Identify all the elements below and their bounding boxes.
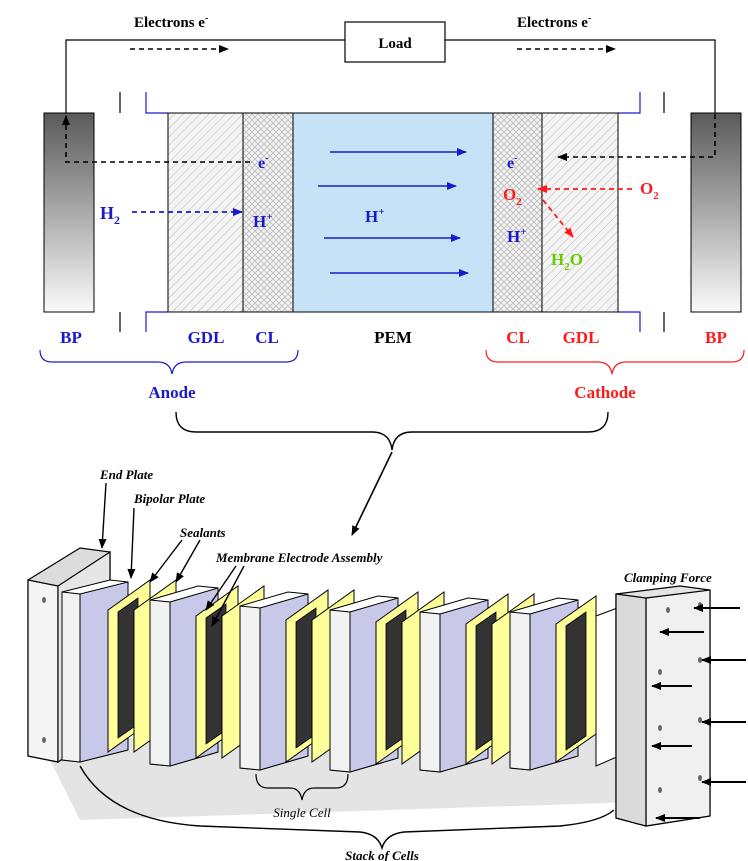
gas-diffusion-layer-right xyxy=(541,112,619,313)
electrons-right-label: Electrons e- xyxy=(517,13,591,31)
water-label: H2O xyxy=(551,250,583,273)
electron-cathode-label: e- xyxy=(507,153,517,172)
label-bp-left: BP xyxy=(60,328,82,347)
bipolar-plate-label: Bipolar Plate xyxy=(133,491,205,506)
sealants-label: Sealants xyxy=(180,525,226,540)
cell-unit-5 xyxy=(419,593,535,773)
flow-channels xyxy=(119,92,665,332)
external-circuit xyxy=(65,39,716,114)
cell-to-stack-brace xyxy=(175,411,609,451)
load-label: Load xyxy=(378,36,412,52)
mea-arrow-1 xyxy=(205,565,237,611)
o2-cathode-label: O2 xyxy=(503,185,522,208)
label-gdl-left: GDL xyxy=(188,328,225,347)
clamping-force-arrows xyxy=(651,604,746,822)
catalyst-layer-right xyxy=(492,112,543,313)
catalyst-layer-left xyxy=(242,112,294,313)
stack-of-cells-brace xyxy=(79,765,615,851)
electron-anode-label: e- xyxy=(258,153,268,172)
stack-of-cells-label: Stack of Cells xyxy=(345,848,419,861)
label-pem: PEM xyxy=(374,328,412,347)
cathode-label: Cathode xyxy=(574,383,636,402)
electron-path-anode xyxy=(62,115,250,163)
label-cl-left: CL xyxy=(255,328,279,347)
load-box xyxy=(344,21,446,63)
single-cell-label: Single Cell xyxy=(273,805,331,820)
proton-flow-arrows xyxy=(318,148,469,277)
label-cl-right: CL xyxy=(506,328,530,347)
anode-brace xyxy=(39,349,299,375)
label-gdl-right: GDL xyxy=(563,328,600,347)
o2-inlet-label: O2 xyxy=(640,179,659,202)
water-formation-arrow xyxy=(542,199,574,238)
end-plate-arrow xyxy=(98,482,107,549)
cell-unit-6 xyxy=(509,595,597,771)
bipolar-plate-left xyxy=(43,112,95,313)
anode-label: Anode xyxy=(148,383,196,402)
single-cell-brace xyxy=(255,773,349,801)
proton-pem-label: H+ xyxy=(365,206,385,226)
bipolar-plate-right xyxy=(690,112,742,313)
end-plate-label: End Plate xyxy=(99,467,153,482)
proton-exchange-membrane xyxy=(292,112,494,313)
sealant-arrow-2 xyxy=(175,539,201,583)
clamping-force-label: Clamping Force xyxy=(624,570,712,585)
bipolar-plate-arrow xyxy=(127,507,136,579)
cathode-brace xyxy=(485,349,745,375)
h2-label: H2 xyxy=(100,203,120,227)
cell-to-stack-arrow xyxy=(351,451,393,536)
mea-arrow-2 xyxy=(211,565,245,627)
electron-path-cathode xyxy=(557,114,716,161)
sealant-arrow-1 xyxy=(149,539,183,583)
end-plate-right xyxy=(615,585,711,827)
mea-label: Membrane Electrode Assembly xyxy=(215,550,383,565)
label-bp-right: BP xyxy=(705,328,727,347)
electrons-left-label: Electrons e- xyxy=(134,13,208,31)
proton-cl-label: H+ xyxy=(253,211,273,231)
proton-cathode-label: H+ xyxy=(507,226,527,246)
